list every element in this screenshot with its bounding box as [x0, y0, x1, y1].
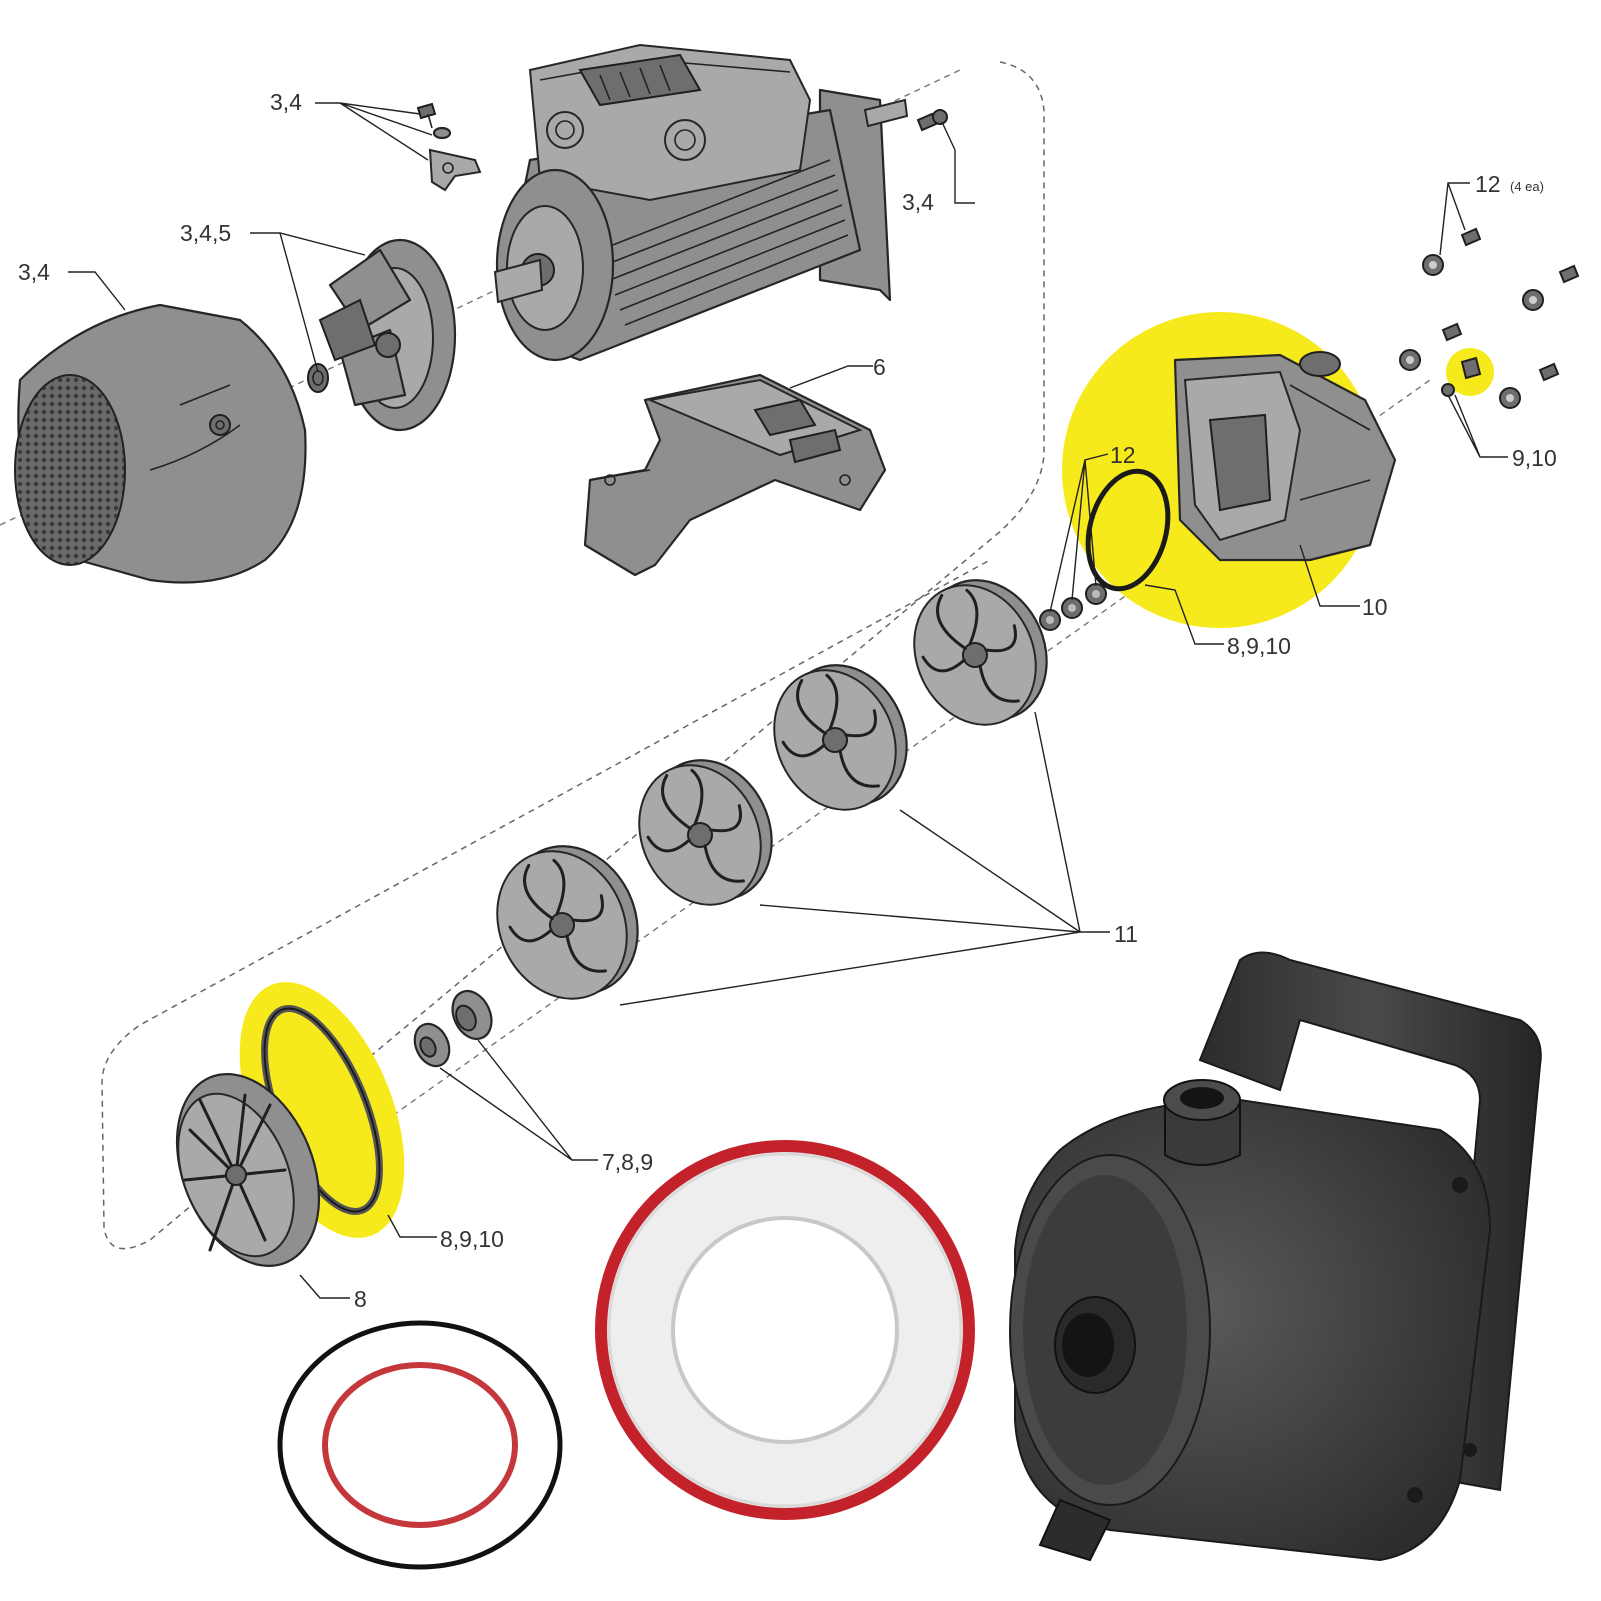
fan-cover	[14, 303, 307, 584]
impeller-4	[496, 845, 639, 1000]
cooling-fan	[318, 238, 457, 432]
label-diffuser-screws: 12	[1110, 442, 1136, 468]
impeller-3	[638, 759, 773, 906]
housing-photo	[1009, 951, 1542, 1562]
motor-top-screws	[416, 102, 482, 192]
motor	[493, 43, 909, 362]
oring-pair-photo	[277, 1320, 563, 1570]
motor-right-screw	[916, 109, 948, 132]
label-fan-cover: 3,4	[18, 259, 50, 285]
label-drain-plug: 9,10	[1512, 445, 1557, 471]
pump-housing	[1173, 351, 1397, 562]
label-fan-group: 3,4,5	[180, 220, 231, 246]
assembly-boundary	[101, 61, 1045, 1250]
front-cover	[175, 1073, 321, 1267]
label-housing-oring: 8,9,10	[1227, 633, 1291, 659]
impeller-1	[913, 579, 1048, 726]
label-pump-housing: 10	[1362, 594, 1388, 620]
label-front-cover: 8	[354, 1286, 367, 1312]
label-motor-screws-right: 3,4	[902, 189, 934, 215]
top-right-screws	[1399, 227, 1580, 409]
label-base: 6	[873, 354, 886, 380]
drain-plug	[1441, 356, 1482, 397]
label-seal-parts: 7,8,9	[602, 1149, 653, 1175]
pump-base	[583, 373, 887, 577]
diffuser-nuts	[1039, 583, 1107, 631]
impeller-stack	[496, 579, 1048, 1000]
label-motor-screws-top: 3,4	[270, 89, 302, 115]
impeller-2	[773, 664, 908, 811]
label-front-oring: 8,9,10	[440, 1226, 504, 1252]
label-top-right-screws: 12	[1475, 171, 1501, 197]
label-impellers: 11	[1114, 921, 1138, 947]
seal-photo	[595, 1140, 975, 1520]
fan-clip	[307, 363, 329, 393]
shaft-seal	[413, 989, 493, 1068]
label-top-right-screws-qty: (4 ea)	[1510, 179, 1544, 194]
leader-lines	[68, 102, 1508, 1299]
housing-oring	[1085, 468, 1171, 592]
